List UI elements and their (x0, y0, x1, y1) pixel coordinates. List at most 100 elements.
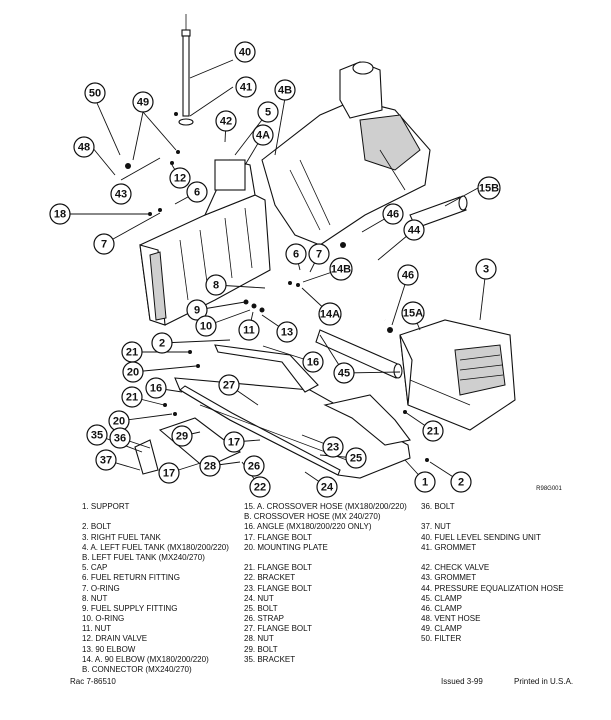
legend-item: B. CONNECTOR (MX240/270) (82, 665, 192, 674)
callout-20: 20 (122, 361, 144, 383)
legend-item: 25. BOLT (244, 603, 278, 613)
left-fuel-tank (139, 159, 271, 326)
callout-4a: 4A (252, 124, 274, 146)
callout-label: 4B (278, 85, 292, 97)
callout-label: 16 (150, 383, 162, 395)
callout-35: 35 (86, 424, 108, 446)
legend-item: 1. SUPPORT (82, 502, 130, 511)
printed-in: Printed in U.S.A. (514, 677, 574, 686)
crossover-hoses (315, 195, 468, 379)
callout-label: 42 (220, 116, 232, 128)
left-fuel-tank-b (261, 61, 431, 246)
callout-1: 1 (414, 471, 436, 493)
callout-label: 43 (115, 189, 127, 201)
callout-circle (86, 424, 108, 446)
callout-circle (218, 374, 240, 396)
callout-21: 21 (121, 341, 143, 363)
callout-label: 20 (127, 367, 139, 379)
callout-16: 16 (302, 351, 324, 373)
callout-label: 12 (174, 173, 186, 185)
callout-circle (308, 243, 330, 265)
callout-label: 46 (387, 209, 399, 221)
callout-label: 35 (91, 430, 103, 442)
callout-label: 21 (427, 426, 439, 438)
legend-item: 26. STRAP (244, 614, 285, 624)
callout-label: 16 (307, 357, 319, 369)
callout-15b: 15B (477, 176, 501, 200)
callout-18: 18 (49, 203, 71, 225)
callout-3: 3 (475, 258, 497, 280)
callout-22: 22 (249, 476, 271, 498)
callout-label: 6 (194, 187, 200, 199)
legend-item: 2. BOLT (82, 522, 112, 532)
legend-item: 5. CAP (82, 563, 108, 573)
callout-28: 28 (199, 455, 221, 477)
callout-circle (110, 183, 132, 205)
callout-label: 21 (126, 392, 138, 404)
legend-item: B. LEFT FUEL TANK (MX240/270) (82, 552, 205, 562)
legend-item: 28. NUT (244, 634, 274, 644)
legend-item: 24. NUT (244, 593, 274, 603)
legend-item: 10. O-RING (82, 614, 125, 624)
callout-12: 12 (169, 167, 191, 189)
callout-27: 27 (218, 374, 240, 396)
callout-10: 10 (195, 315, 217, 337)
legend-item: 50. FILTER (421, 634, 462, 644)
callout-45: 45 (333, 362, 355, 384)
callout-circle (397, 264, 419, 286)
callout-label: 20 (113, 416, 125, 428)
callout-label: 4A (256, 130, 270, 142)
callout-24: 24 (316, 476, 338, 498)
legend-item: 23. FLANGE BOLT (244, 583, 312, 593)
callout-label: 27 (223, 380, 235, 392)
callout-circle (329, 257, 353, 281)
callout-circle (450, 471, 472, 493)
legend-item: 22. BRACKET (244, 573, 296, 583)
legend-item (421, 553, 564, 563)
callout-label: 26 (248, 461, 260, 473)
callout-6: 6 (186, 181, 208, 203)
callout-37: 37 (95, 449, 117, 471)
callout-circle (302, 351, 324, 373)
callout-circle (243, 455, 265, 477)
callout-label: 1 (422, 477, 428, 489)
legend-item: 45. CLAMP (421, 593, 462, 603)
callout-circle (145, 377, 167, 399)
callout-label: 3 (483, 264, 489, 276)
callout-23: 23 (322, 436, 344, 458)
callout-circle (205, 274, 227, 296)
legend-item: 7. O-RING (82, 583, 120, 593)
callout-circle (333, 362, 355, 384)
legend-item: 35. BRACKET (244, 654, 296, 664)
callout-label: 48 (78, 142, 90, 154)
callout-circle (151, 332, 173, 354)
legend-item: 37. NUT (421, 522, 451, 532)
callout-21: 21 (422, 420, 444, 442)
callout-46: 46 (397, 264, 419, 286)
callout-label: 44 (408, 225, 421, 237)
legend-item: 42. CHECK VALVE (421, 563, 490, 573)
legend-item: 3. RIGHT FUEL TANK (82, 532, 161, 542)
callout-label: 7 (101, 239, 107, 251)
callout-label: 2 (458, 477, 464, 489)
callout-label: 50 (89, 88, 101, 100)
callout-21: 21 (121, 386, 143, 408)
callout-2: 2 (151, 332, 173, 354)
callout-label: 11 (243, 325, 255, 337)
legend-item: 16. ANGLE (MX180/200/220 ONLY) (244, 522, 372, 532)
legend-item: 13. 90 ELBOW (82, 644, 136, 654)
callout-label: 15B (479, 183, 499, 195)
callout-17: 17 (158, 462, 180, 484)
legend-item: B. CROSSOVER HOSE (MX 240/270) (244, 512, 381, 522)
callout-label: 29 (176, 431, 188, 443)
callout-circle (235, 76, 257, 98)
legend-item (421, 512, 564, 522)
callout-label: 14B (331, 264, 351, 276)
callout-label: 9 (194, 305, 200, 317)
callout-44: 44 (403, 219, 425, 241)
callout-label: 13 (281, 327, 293, 339)
callout-label: 14A (320, 309, 340, 321)
callout-circle (234, 41, 256, 63)
